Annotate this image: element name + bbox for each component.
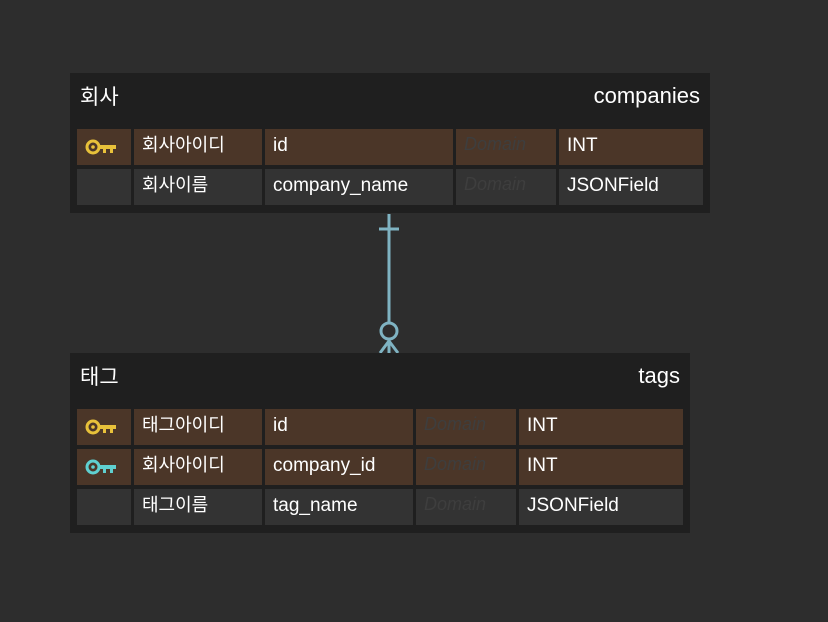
- column-logical-name: 회사아이디: [134, 129, 262, 165]
- column-physical-name: id: [265, 129, 453, 165]
- column-logical-name: 태그이름: [134, 489, 262, 525]
- column-row[interactable]: 회사아이디 id Domain INT: [77, 129, 703, 165]
- entity-physical-name: tags: [638, 363, 680, 388]
- column-physical-name: company_name: [265, 169, 453, 205]
- column-row[interactable]: 태그아이디 id Domain INT: [77, 409, 683, 445]
- key-cell: [77, 449, 131, 485]
- key-icon: [85, 139, 116, 155]
- key-icon: [85, 419, 116, 435]
- column-row[interactable]: 회사이름 company_name Domain JSONField: [77, 169, 703, 205]
- key-cell: [77, 169, 131, 205]
- column-data-type: JSONField: [519, 489, 683, 525]
- entity-logical-name: 회사: [80, 85, 119, 109]
- column-data-type: JSONField: [559, 169, 703, 205]
- column-domain: Domain: [456, 169, 556, 205]
- key-cell: [77, 129, 131, 165]
- column-physical-name: company_id: [265, 449, 413, 485]
- column-domain: Domain: [456, 129, 556, 165]
- cardinality-zero-circle: [379, 321, 399, 341]
- cardinality-many-left: [378, 340, 391, 354]
- entity-header[interactable]: 회사 companies: [70, 73, 710, 123]
- entity-logical-name: 태그: [80, 365, 119, 389]
- column-logical-name: 회사아이디: [134, 449, 262, 485]
- entity-physical-name: companies: [593, 83, 700, 108]
- column-domain: Domain: [416, 489, 516, 525]
- column-physical-name: tag_name: [265, 489, 413, 525]
- column-row[interactable]: 회사아이디 company_id Domain INT: [77, 449, 683, 485]
- key-cell: [77, 409, 131, 445]
- column-logical-name: 태그아이디: [134, 409, 262, 445]
- entity-companies[interactable]: 회사 companies 회사아이디 id Domain INT 회사이름 co…: [70, 73, 710, 213]
- key-cell: [77, 489, 131, 525]
- column-data-type: INT: [519, 449, 683, 485]
- cardinality-many-right: [387, 340, 400, 354]
- column-domain: Domain: [416, 449, 516, 485]
- entity-header[interactable]: 태그 tags: [70, 353, 690, 403]
- foreign-key-icon: [85, 459, 116, 475]
- column-data-type: INT: [559, 129, 703, 165]
- column-physical-name: id: [265, 409, 413, 445]
- column-logical-name: 회사이름: [134, 169, 262, 205]
- entity-tags[interactable]: 태그 tags 태그아이디 id Domain INT: [70, 353, 690, 533]
- column-data-type: INT: [519, 409, 683, 445]
- column-row[interactable]: 태그이름 tag_name Domain JSONField: [77, 489, 683, 525]
- column-domain: Domain: [416, 409, 516, 445]
